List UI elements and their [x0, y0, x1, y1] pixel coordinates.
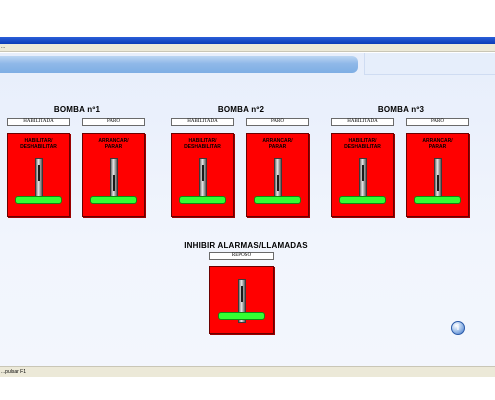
- pump-1-run-indicator: [90, 196, 137, 204]
- status-bar: ...pulsar F1: [0, 366, 495, 377]
- pump-2-run-switch[interactable]: ARRANCAR/ PARAR: [246, 133, 309, 217]
- pump-3-run-status: PARO: [406, 118, 469, 126]
- pump-1-title: BOMBA nº1: [53, 105, 101, 114]
- pump-3-run-indicator: [414, 196, 461, 204]
- pump-1-run-label: ARRANCAR/ PARAR: [98, 138, 129, 150]
- alarm-inhibit-switch[interactable]: [209, 266, 274, 334]
- pump-3-title: BOMBA nº3: [377, 105, 425, 114]
- outer-background-bottom: [0, 377, 495, 400]
- pump-3-enable-switch[interactable]: HABILITAR/ DESHABILITAR: [331, 133, 394, 217]
- help-icon: i: [456, 323, 460, 332]
- alarm-inhibit-indicator: [218, 312, 265, 320]
- window-title-bar: [0, 37, 495, 44]
- pump-3-run-label: ARRANCAR/ PARAR: [422, 138, 453, 150]
- pump-3-enable-knob[interactable]: [362, 165, 364, 181]
- pump-1-enable-knob[interactable]: [38, 165, 40, 181]
- pump-2-run-knob[interactable]: [277, 175, 279, 191]
- alarm-inhibit-status: REPOSO: [209, 252, 274, 260]
- pump-1-enable-switch[interactable]: HABILITAR/ DESHABILITAR: [7, 133, 70, 217]
- header-band: [0, 56, 358, 73]
- menu-bar: ...: [0, 44, 495, 52]
- pump-3-enable-indicator: [339, 196, 386, 204]
- menu-item[interactable]: ...: [1, 44, 6, 50]
- scada-screen: BOMBA nº1 HABILITADA PARO HABILITAR/ DES…: [0, 53, 495, 366]
- pump-2-enable-indicator: [179, 196, 226, 204]
- pump-1-enable-indicator: [15, 196, 62, 204]
- header-panel: [364, 53, 495, 75]
- pump-2-run-status: PARO: [246, 118, 309, 126]
- alarm-inhibit-knob[interactable]: [241, 286, 243, 302]
- pump-2-enable-label: HABILITAR/ DESHABILITAR: [184, 138, 221, 150]
- pump-2-run-label: ARRANCAR/ PARAR: [262, 138, 293, 150]
- pump-3-run-switch[interactable]: ARRANCAR/ PARAR: [406, 133, 469, 217]
- outer-background: [0, 0, 495, 37]
- pump-1-enable-label: HABILITAR/ DESHABILITAR: [20, 138, 57, 150]
- pump-2-enable-switch[interactable]: HABILITAR/ DESHABILITAR: [171, 133, 234, 217]
- status-text: ...pulsar F1: [1, 369, 27, 375]
- pump-1-run-status: PARO: [82, 118, 145, 126]
- pump-1-run-knob[interactable]: [113, 175, 115, 191]
- help-button[interactable]: i: [451, 321, 465, 335]
- alarm-inhibit-title: INHIBIR ALARMAS/LLAMADAS: [184, 241, 308, 250]
- pump-1-enable-status: HABILITADA: [7, 118, 70, 126]
- pump-2-enable-status: HABILITADA: [171, 118, 234, 126]
- pump-3-run-knob[interactable]: [437, 175, 439, 191]
- pump-2-run-indicator: [254, 196, 301, 204]
- pump-2-title: BOMBA nº2: [217, 105, 265, 114]
- pump-3-enable-status: HABILITADA: [331, 118, 394, 126]
- alarm-inhibit-track: [238, 279, 246, 323]
- pump-1-run-switch[interactable]: ARRANCAR/ PARAR: [82, 133, 145, 217]
- pump-2-enable-knob[interactable]: [202, 165, 204, 181]
- pump-3-enable-label: HABILITAR/ DESHABILITAR: [344, 138, 381, 150]
